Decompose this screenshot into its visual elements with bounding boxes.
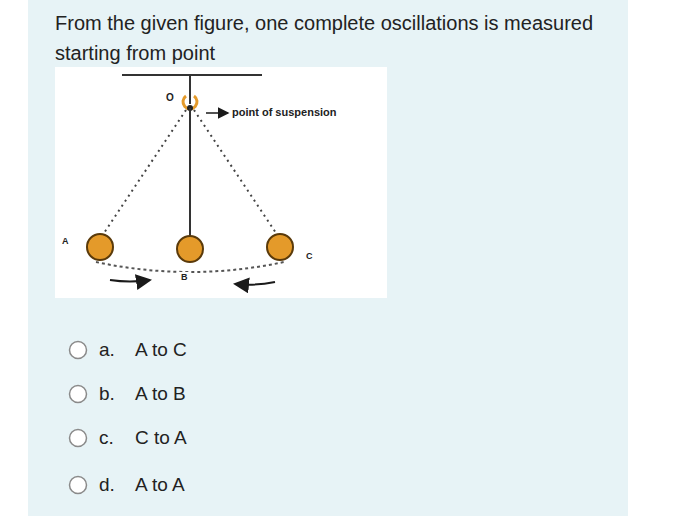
dotted-string-left <box>102 110 186 236</box>
position-label: B <box>179 272 190 283</box>
radio-button <box>70 430 87 447</box>
radio-button <box>70 477 87 494</box>
point-label: O <box>166 92 174 104</box>
figure-ground <box>55 67 387 298</box>
option-text: A to C <box>135 339 187 362</box>
option-letter: c. <box>99 427 114 450</box>
swing-arrow-right <box>110 280 150 282</box>
bob-right <box>267 234 293 260</box>
dotted-string-right <box>194 110 278 236</box>
position-label: A <box>62 236 69 247</box>
option-text: A to B <box>135 383 186 406</box>
leader-arrow <box>206 112 228 114</box>
option-letter: b. <box>99 383 115 406</box>
position-label: C <box>306 251 313 262</box>
bob-middle <box>177 236 203 262</box>
option-text: C to A <box>135 427 187 450</box>
question-panel <box>28 0 628 516</box>
hook <box>189 75 191 104</box>
radio-button <box>70 342 87 359</box>
radio-button <box>70 386 87 403</box>
ceiling-line <box>122 74 262 76</box>
swing-path <box>96 262 284 272</box>
option-text: A to A <box>135 474 185 497</box>
annotation: point of suspension <box>232 106 337 119</box>
bob-left <box>87 234 113 260</box>
swing-arrow-left <box>235 282 275 285</box>
option-letter: a. <box>99 339 115 362</box>
question-text: From the given figure, one complete osci… <box>55 8 600 68</box>
string <box>189 108 191 236</box>
option-letter: d. <box>99 474 115 497</box>
